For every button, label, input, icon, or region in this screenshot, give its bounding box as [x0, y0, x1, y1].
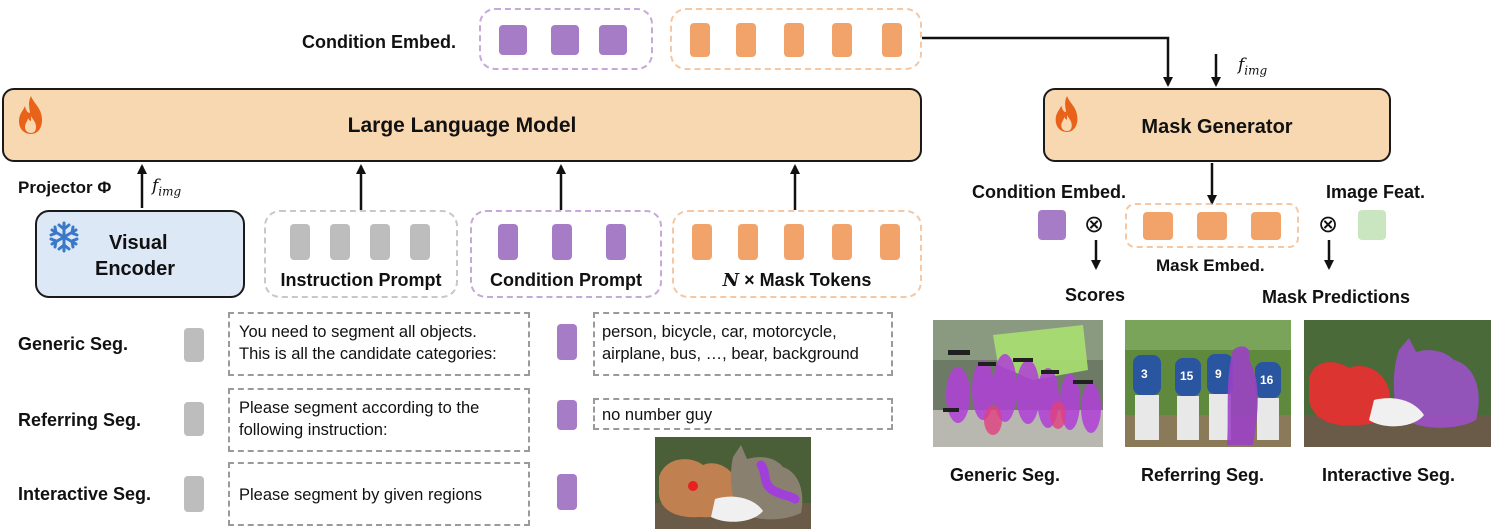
llm-title: Large Language Model [347, 114, 577, 137]
mask-token [832, 224, 852, 260]
task-interactive-label: Interactive Seg. [18, 484, 152, 504]
snowflake-icon [49, 221, 79, 253]
task-referring-instruction-box: Please segment according to the followin… [228, 388, 530, 452]
mask-generator-block: Mask Generator [1043, 88, 1391, 162]
task-interactive-instruction-token [184, 476, 204, 512]
otimes-mask-predictions: ⊗ [1318, 210, 1339, 238]
large-language-model-block: Large Language Model [2, 88, 922, 162]
visual-encoder-line1: Visual [109, 232, 168, 254]
player-number-15: 15 [1180, 369, 1194, 383]
mask-token [738, 224, 758, 260]
task-interactive-instruction-line1: Please segment by given regions [239, 486, 483, 504]
image-feat-token [1358, 210, 1386, 240]
mask-embed-token [1197, 212, 1227, 240]
task-generic-condition-line1: person, bicycle, car, motorcycle, [602, 323, 837, 341]
instruction-prompt-label: Instruction Prompt [280, 270, 442, 290]
task-generic-instruction-box: You need to segment all objects. This is… [228, 312, 530, 376]
condition-token [498, 224, 518, 260]
mask-token [880, 224, 900, 260]
top-condition-embed-group [479, 8, 653, 70]
scores-label: Scores [1065, 285, 1126, 305]
mask-tokens-label: N × Mask Tokens [722, 270, 872, 291]
mask-embed-label: Mask Embed. [1156, 256, 1265, 275]
task-generic-condition-line2: airplane, bus, …, bear, background [602, 345, 859, 363]
task-referring-instruction-line1: Please segment according to the [239, 399, 480, 417]
instruction-token [290, 224, 310, 260]
result-referring-label: Referring Seg. [1141, 465, 1265, 485]
condition-token [606, 224, 626, 260]
top-condition-embed-label: Condition Embed. [302, 32, 456, 52]
condition-embed-token [599, 25, 627, 55]
fimg-projector: fimg [152, 176, 182, 199]
condition-embed-token [499, 25, 527, 55]
mask-token [692, 224, 712, 260]
top-mask-embed-group [670, 8, 922, 70]
fire-icon [19, 96, 42, 134]
mask-embed-token [882, 23, 902, 57]
task-generic-condition-box: person, bicycle, car, motorcycle, airpla… [593, 312, 893, 376]
result-generic-label: Generic Seg. [950, 465, 1061, 485]
task-generic-condition-token [557, 324, 577, 360]
mask-embed-token [832, 23, 852, 57]
visual-encoder-block: Visual Encoder [35, 210, 245, 298]
interactive-visual-prompt-image [655, 437, 811, 529]
player-number-3: 3 [1141, 367, 1148, 381]
mask-embed-token [1143, 212, 1173, 240]
visual-encoder-line2: Encoder [95, 258, 176, 280]
task-generic-instruction-token [184, 328, 204, 362]
instruction-prompt-group: Instruction Prompt [264, 210, 458, 298]
condition-embed-token [551, 25, 579, 55]
task-referring-condition-box: no number guy [593, 398, 893, 430]
task-referring-condition-line1: no number guy [602, 406, 713, 424]
mask-generator-title: Mask Generator [1141, 116, 1293, 138]
task-generic-instruction-line2: This is all the candidate categories: [239, 345, 497, 363]
mask-embed-token [736, 23, 756, 57]
interactive-seg-result-image [1304, 320, 1491, 447]
task-referring-instruction-token [184, 402, 204, 436]
fimg-mask-generator: fimg [1238, 55, 1268, 78]
mask-predictions-label: Mask Predictions [1262, 287, 1411, 307]
task-referring-condition-token [557, 400, 577, 430]
task-referring-instruction-line2: following instruction: [239, 421, 388, 439]
player-number-16: 16 [1260, 373, 1274, 387]
mask-token [784, 224, 804, 260]
instruction-token [370, 224, 390, 260]
generic-seg-result-image [933, 320, 1103, 447]
fire-icon [1055, 96, 1078, 132]
condition-embed-token [1038, 210, 1066, 240]
projector-label: Projector Φ [18, 178, 112, 197]
player-number-9: 9 [1215, 367, 1222, 381]
task-generic-instruction-line1: You need to segment all objects. [239, 323, 477, 341]
right-condition-embed-label: Condition Embed. [972, 182, 1126, 202]
result-interactive-label: Interactive Seg. [1322, 465, 1456, 485]
referring-seg-result-image: 3 15 9 16 [1125, 320, 1291, 447]
mask-embed-group [1125, 203, 1299, 248]
mask-embed-token [784, 23, 804, 57]
mask-embed-token [1251, 212, 1281, 240]
condition-token [552, 224, 572, 260]
condition-prompt-group: Condition Prompt [470, 210, 662, 298]
task-interactive-instruction-box: Please segment by given regions [228, 462, 530, 526]
instruction-token [410, 224, 430, 260]
mask-tokens-group: N × Mask Tokens [672, 210, 922, 298]
image-feat-label: Image Feat. [1326, 182, 1426, 202]
task-referring-label: Referring Seg. [18, 410, 142, 430]
task-generic-label: Generic Seg. [18, 334, 129, 354]
instruction-token [330, 224, 350, 260]
task-interactive-condition-token [557, 474, 577, 510]
mask-embed-token [690, 23, 710, 57]
otimes-scores: ⊗ [1084, 210, 1105, 238]
condition-prompt-label: Condition Prompt [490, 270, 642, 290]
